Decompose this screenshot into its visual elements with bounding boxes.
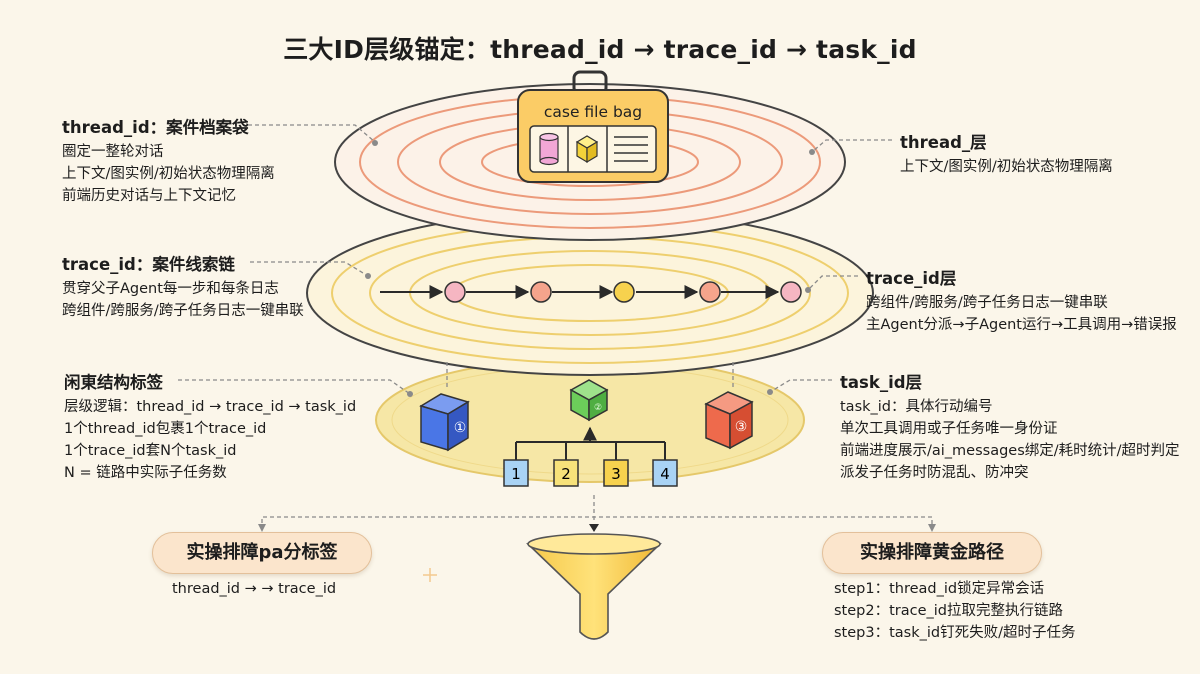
annotation-line: 主Agent分派→子Agent运行→工具调用→错误报 [866,317,1177,333]
thread-left-heading: thread_id：案件档案袋 [62,118,249,137]
annotation-line: 1个trace_id套N个task_id [64,443,237,459]
task-right-heading: task_id层 [840,373,923,392]
trace-node [699,281,721,303]
annotation-line: 前端历史对话与上下文记忆 [62,188,236,204]
annotation-line: 跨组件/跨服务/跨子任务日志一键串联 [866,295,1108,311]
task-box: 2 [553,459,579,487]
trace-node [444,281,466,303]
annotation-line: 贯穿父子Agent每一步和每条日志 [62,281,279,297]
leader-lines [178,124,933,530]
trace-node [613,281,635,303]
page-title: 三大ID层级锚定：thread_id → trace_id → task_id [283,35,917,64]
trace-node [530,281,552,303]
thread-right-annotation: thread_层 上下文/图实例/初始状态物理隔离 [900,129,1113,178]
annotation-line: 前端进度展示/ai_messages绑定/耗时统计/超时判定 [840,443,1180,459]
annotation-line: 跨组件/跨服务/跨子任务日志一键串联 [62,303,304,319]
annotation-line: 单次工具调用或子任务唯一身份证 [840,421,1058,437]
svg-text:1: 1 [511,465,521,483]
annotation-line: 上下文/图实例/初始状态物理隔离 [900,159,1113,175]
annotation-line: 圈定一整轮对话 [62,144,164,160]
trace-right-heading: trace_id层 [866,269,957,288]
annotation-line: 派发子任务时防混乱、防冲突 [840,465,1029,481]
golden-path-step: step2：trace_id拉取完整执行链路 [834,603,1063,619]
annotation-line: N = 链路中实际子任务数 [64,465,227,481]
sparkle-icon [423,568,437,582]
red-cube-icon: ③ [704,391,754,450]
annotation-line: task_id：具体行动编号 [840,399,993,415]
case-file-bag: case file bag [517,70,669,183]
small-cube-icon [575,135,599,164]
task-box: 1 [503,459,529,487]
trace-right-annotation: trace_id层 跨组件/跨服务/跨子任务日志一键串联 主Agent分派→子A… [866,265,1200,336]
golden-path-step: step3：task_id钉死失败/超时子任务 [834,625,1076,641]
svg-text:2: 2 [561,465,571,483]
troubleshoot-label-pill: 实操排障pa分标签 [152,532,372,574]
svg-text:4: 4 [660,465,670,483]
blue-cube-icon: ① [419,393,470,452]
document-lines-icon [614,136,648,162]
thread-right-heading: thread_层 [900,133,987,152]
task-tree: 1 2 3 4 ① ② [419,379,754,487]
cylinder-icon [539,132,559,166]
annotation-line: 1个thread_id包裹1个trace_id [64,421,267,437]
svg-text:①: ① [454,420,467,436]
annotation-line: 层级逻辑：thread_id → trace_id → task_id [64,399,357,415]
task-left-heading: 闲東结构标签 [64,373,163,392]
svg-text:②: ② [594,403,602,413]
trace-left-annotation: trace_id：案件线索链 贯穿父子Agent每一步和每条日志 跨组件/跨服务… [62,251,304,322]
task-box: 4 [652,459,678,487]
svg-text:③: ③ [735,419,748,435]
trace-left-heading: trace_id：案件线索链 [62,255,235,274]
task-left-annotation: 闲東结构标签 层级逻辑：thread_id → trace_id → task_… [64,369,356,484]
trace-chain [380,281,802,303]
task-box: 3 [603,459,629,487]
golden-path-step: step1：thread_id锁定异常会话 [834,581,1045,597]
svg-text:3: 3 [611,465,621,483]
funnel-icon [526,533,662,640]
thread-left-annotation: thread_id：案件档案袋 圈定一整轮对话 上下文/图实例/初始状态物理隔离… [62,114,275,207]
golden-path-pill: 实操排障黄金路径 [822,532,1042,574]
green-cube-icon: ② [569,379,609,422]
bag-label: case file bag [544,103,642,121]
troubleshoot-label-line: thread_id → → trace_id [172,581,337,597]
trace-node [780,281,802,303]
task-right-annotation: task_id层 task_id：具体行动编号 单次工具调用或子任务唯一身份证 … [840,369,1200,484]
annotation-line: 上下文/图实例/初始状态物理隔离 [62,166,275,182]
golden-path-steps: step1：thread_id锁定异常会话 step2：trace_id拉取完整… [834,578,1075,644]
